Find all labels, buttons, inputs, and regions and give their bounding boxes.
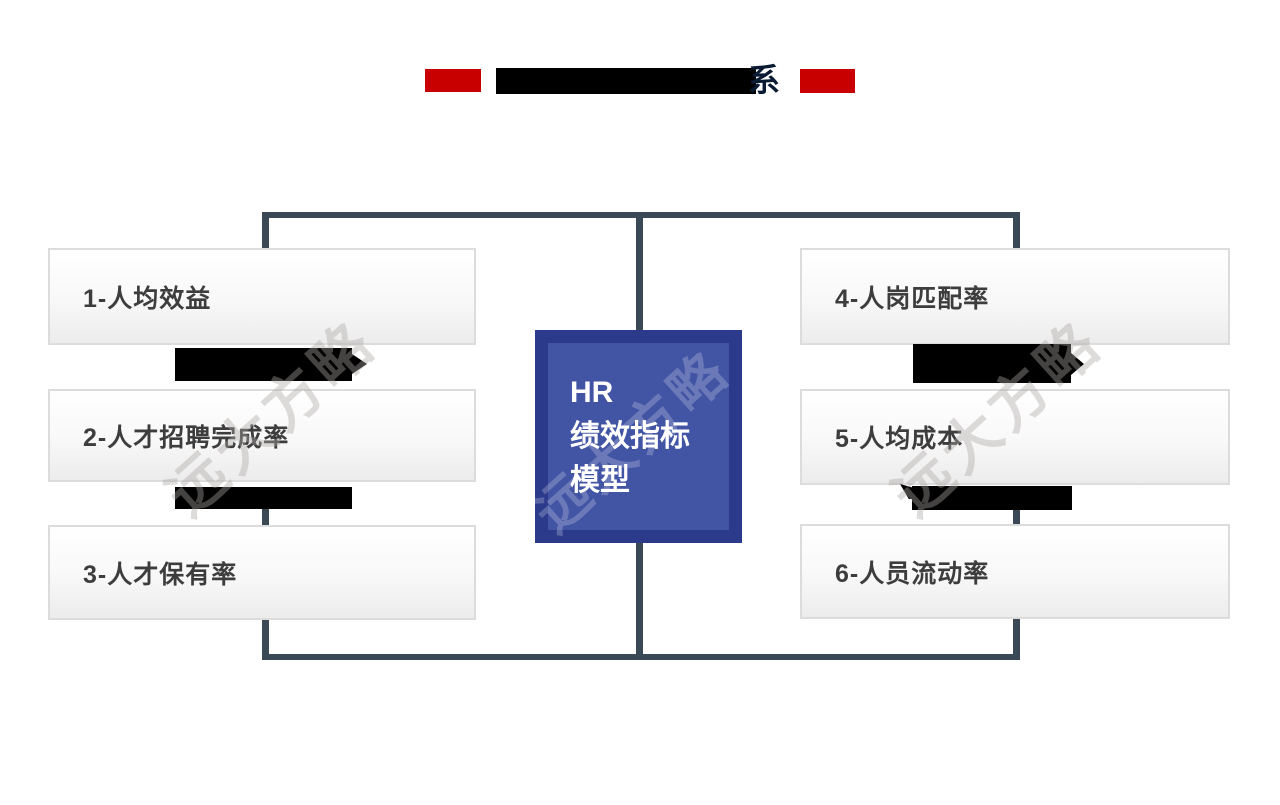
hr-model-box-inner: HR 绩效指标 模型 (548, 343, 729, 530)
redaction-bar-right-1 (913, 344, 1071, 383)
kpi-box-6: 6-人员流动率 (800, 524, 1230, 619)
connector-center-bottom (636, 541, 643, 660)
connector-right-seg1 (1013, 212, 1020, 252)
connector-left-seg3 (262, 617, 269, 660)
connector-center-top (636, 212, 643, 332)
hr-model-box: HR 绩效指标 模型 (535, 330, 742, 543)
kpi-label-3: 3-人才保有率 (83, 560, 238, 589)
hr-model-line-2: 绩效指标 (570, 419, 690, 453)
hr-model-line-1: HR (570, 375, 614, 409)
kpi-box-5: 5-人均成本 (800, 389, 1230, 485)
title-redacted-bar (496, 68, 756, 94)
connector-left-seg1 (262, 212, 269, 252)
redaction-bar-right-2 (912, 486, 1072, 510)
hr-model-line-3: 模型 (570, 463, 630, 497)
redaction-bar-left-2 (175, 487, 352, 509)
connector-right-seg2 (1013, 507, 1020, 527)
kpi-box-2: 2-人才招聘完成率 (48, 389, 476, 482)
title-accent-left (425, 69, 481, 92)
connector-right-seg3 (1013, 617, 1020, 660)
connector-left-seg2 (262, 507, 269, 527)
kpi-label-5: 5-人均成本 (835, 425, 964, 453)
kpi-box-3: 3-人才保有率 (48, 525, 476, 620)
kpi-label-1: 1-人均效益 (83, 284, 212, 313)
kpi-box-1: 1-人均效益 (48, 248, 476, 345)
kpi-box-4: 4-人岗匹配率 (800, 248, 1230, 345)
kpi-label-2: 2-人才招聘完成率 (83, 423, 290, 452)
kpi-label-4: 4-人岗匹配率 (835, 284, 990, 313)
redaction-bar-left-1 (175, 348, 352, 381)
kpi-label-6: 6-人员流动率 (835, 559, 990, 588)
arrow-right-icon (1071, 353, 1084, 375)
title-accent-right (800, 69, 855, 93)
page-title-suffix: 系 (748, 62, 781, 98)
arrow-right-icon (352, 354, 367, 374)
